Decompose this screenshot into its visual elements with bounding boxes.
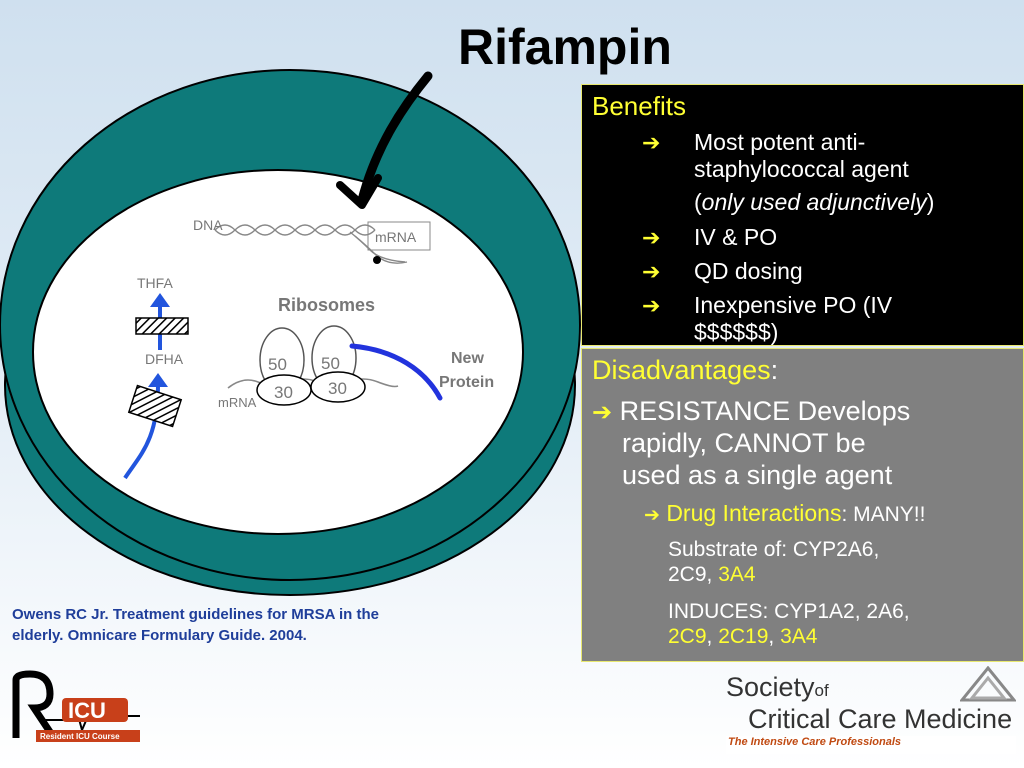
- arrow-right-icon: ➔: [592, 399, 613, 426]
- thfa-label: THFA: [137, 275, 173, 291]
- disadvantages-heading: Disadvantages:: [592, 355, 779, 385]
- benefit-item-1-line2: staphylococcal agent: [694, 156, 909, 182]
- ricu-logo: ICU Resident ICU Course: [10, 668, 150, 748]
- arrow-right-icon: ➔: [644, 505, 660, 526]
- mrna-top-label: mRNA: [375, 229, 417, 245]
- citation-line2: elderly. Omnicare Formulary Guide. 2004.: [12, 627, 307, 644]
- pathway-arrow-up-icon: [150, 293, 170, 307]
- rna-polymerase-dot: [373, 256, 381, 264]
- pathway-arrow-up2-icon: [148, 373, 168, 387]
- rifampin-arrowhead-icon: [336, 174, 382, 209]
- dfha-label: DFHA: [145, 351, 184, 367]
- ribosome-50-b-label: 50: [321, 354, 340, 373]
- ricu-logo-icon: ICU Resident ICU Course: [12, 670, 140, 742]
- citation: Owens RC Jr. Treatment guidelines for MR…: [12, 604, 452, 646]
- ribosome-30-b: [310, 371, 366, 403]
- benefit-item-4-line1: Inexpensive PO (IV: [694, 292, 893, 318]
- new-protein-chain: [349, 343, 443, 401]
- benefit-item-1-line1: Most potent anti-: [694, 129, 866, 155]
- mrna-label-box: [367, 221, 431, 251]
- disadvantage-main: ➔ RESISTANCE Develops: [592, 396, 911, 426]
- induces-line1: INDUCES: CYP1A2, 2A6,: [668, 600, 910, 623]
- disadvantage-main-line3: used as a single agent: [622, 460, 893, 490]
- inhibitor-block-upper: [135, 317, 189, 335]
- dna-label: DNA: [193, 217, 223, 233]
- sccm-logo: Societyof Critical Care Medicine The Int…: [726, 666, 1016, 760]
- sccm-line1: Societyof: [726, 672, 829, 702]
- ribosome-50-a-label: 50: [268, 355, 287, 374]
- sccm-tagline: The Intensive Care Professionals: [726, 736, 1016, 754]
- sccm-triangle-icon: [960, 666, 1016, 702]
- benefit-item-4-line2: $$$$$$): [694, 319, 779, 345]
- benefits-heading: Benefits: [592, 91, 686, 121]
- ribosomes-label: Ribosomes: [278, 295, 375, 315]
- mrna-bottom-label: mRNA: [218, 395, 257, 410]
- rifampin-arrow-icon: [357, 71, 433, 205]
- benefit-item-3-text: QD dosing: [694, 258, 803, 284]
- inhibitor-block-lower: [127, 384, 183, 428]
- arrow-right-icon: ➔: [642, 130, 661, 155]
- benefit-item-1-note: (only used adjunctively): [694, 189, 935, 215]
- disadvantage-main-line2: rapidly, CANNOT be: [622, 428, 866, 458]
- induces-line2: 2C9, 2C19, 3A4: [668, 625, 818, 648]
- new-protein-label-2: Protein: [439, 374, 494, 391]
- arrow-right-icon: ➔: [642, 259, 661, 284]
- arrow-right-icon: ➔: [642, 293, 661, 318]
- svg-text:ICU: ICU: [68, 698, 106, 723]
- drug-interactions: ➔ Drug Interactions: MANY!!: [644, 500, 926, 527]
- ribosome-30-b-label: 30: [328, 379, 347, 398]
- ribosome-30-a-label: 30: [274, 383, 293, 402]
- substrate-line2: 2C9, 3A4: [668, 563, 756, 586]
- cell-diagram: DNA mRNA THFA DFHA Ribosomes 50 50 30 30…: [0, 69, 581, 596]
- slide-title: Rifampin: [458, 19, 672, 75]
- arrow-right-icon: ➔: [642, 225, 661, 250]
- sccm-line2: Critical Care Medicine: [748, 704, 1013, 734]
- citation-line1: Owens RC Jr. Treatment guidelines for MR…: [12, 606, 380, 623]
- ricu-logo-text: Resident ICU Course: [40, 732, 120, 741]
- benefit-item-2-text: IV & PO: [694, 224, 778, 250]
- substrate-line1: Substrate of: CYP2A6,: [668, 538, 880, 561]
- new-protein-label-1: New: [451, 350, 484, 367]
- disadvantages-panel: Disadvantages: ➔ RESISTANCE Develops rap…: [581, 348, 1024, 662]
- benefits-panel: Benefits ➔ Most potent anti- staphylococ…: [581, 84, 1024, 346]
